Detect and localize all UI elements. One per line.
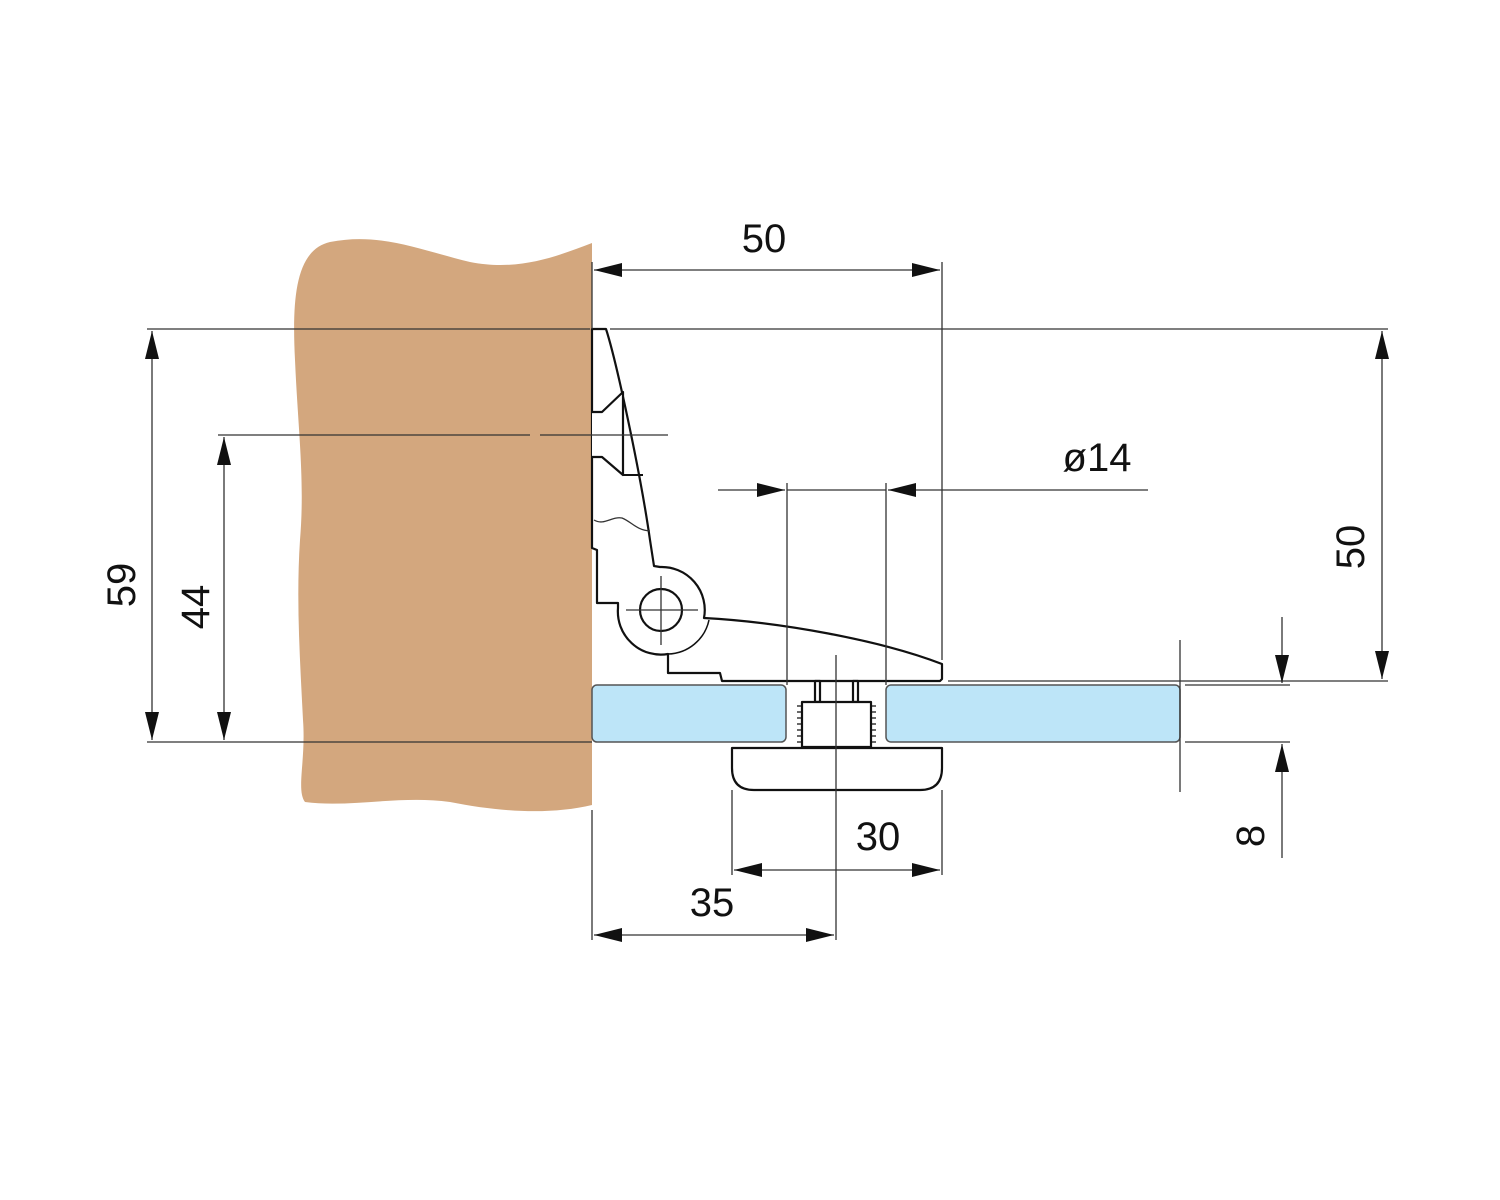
glass-pane-left bbox=[591, 684, 787, 743]
dim-center-offset: 35 bbox=[690, 881, 735, 925]
dim-cap-width: 30 bbox=[856, 815, 901, 859]
dimension-lines bbox=[145, 263, 1389, 942]
dim-hole-diameter: ø14 bbox=[1063, 436, 1132, 480]
dim-right-height: 50 bbox=[1329, 525, 1373, 570]
dim-overall-height: 59 bbox=[100, 563, 144, 608]
dim-glass-thickness: 8 bbox=[1229, 825, 1273, 847]
glass-pane-right bbox=[885, 684, 1181, 743]
wall bbox=[294, 239, 592, 812]
dim-top-width: 50 bbox=[742, 217, 787, 261]
extension-lines bbox=[147, 262, 1388, 940]
dim-hole-height: 44 bbox=[174, 585, 218, 630]
clamp-cap bbox=[730, 746, 944, 792]
